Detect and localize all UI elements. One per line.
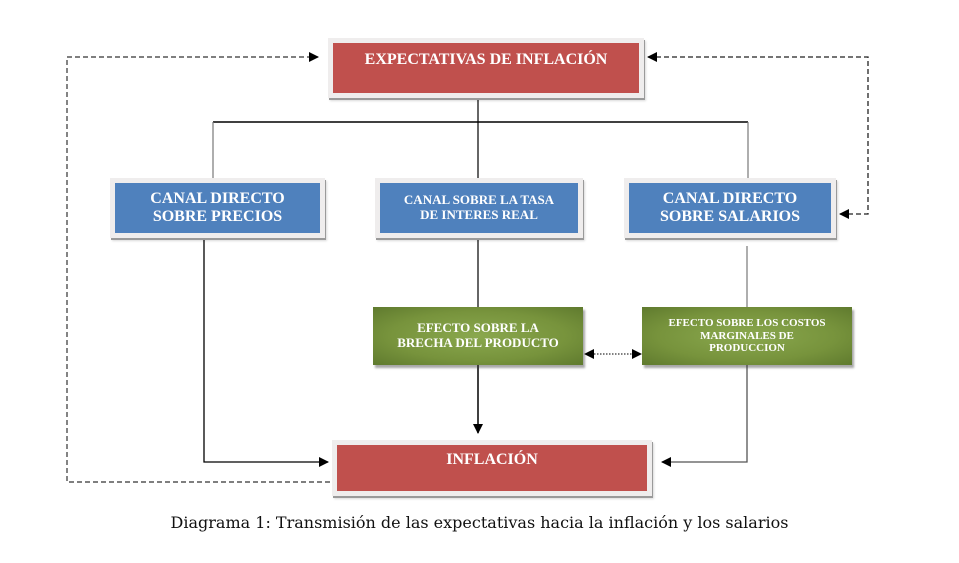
node-canal-tasa-interes-real: CANAL SOBRE LA TASA DE INTERES REAL [375,178,583,238]
node-inflacion: INFLACIÓN [332,440,652,496]
node-label-line3: PRODUCCION [709,342,785,355]
node-label-line2: MARGINALES DE [700,329,794,342]
node-label-line1: EFECTO SOBRE LOS COSTOS [668,317,826,330]
node-label-line1: CANAL SOBRE LA TASA [403,192,555,208]
node-canal-directo-sobre-precios: CANAL DIRECTO SOBRE PRECIOS [110,178,325,238]
node-label-line1: EFECTO SOBRE LA [417,320,539,336]
node-label-line1: CANAL DIRECTO [662,189,798,207]
node-canal-directo-sobre-salarios: CANAL DIRECTO SOBRE SALARIOS [624,178,836,238]
node-label: INFLACIÓN [446,451,538,468]
node-label-line2: SOBRE SALARIOS [659,208,801,225]
node-label-line2: DE INTERES REAL [420,207,538,222]
arrow-salarios-expectativas-feedback [647,52,869,219]
node-label-line1: CANAL DIRECTO [150,189,285,207]
node-label-line2: BRECHA DEL PRODUCTO [397,335,559,350]
node-efecto-costos-marginales: EFECTO SOBRE LOS COSTOS MARGINALES DE PR… [642,307,852,365]
node-expectativas-de-inflacion: EXPECTATIVAS DE INFLACIÓN [328,38,644,98]
arrow-precios-to-inflacion [203,238,329,467]
diagram-caption: Diagrama 1: Transmisión de las expectati… [170,513,789,532]
arrow-costos-to-inflacion [661,365,748,467]
node-efecto-brecha-producto: EFECTO SOBRE LA BRECHA DEL PRODUCTO [373,307,583,365]
node-label: EXPECTATIVAS DE INFLACIÓN [364,51,608,68]
node-label-line2: SOBRE PRECIOS [152,208,283,225]
arrow-inflacion-to-expectativas-feedback [66,52,330,483]
